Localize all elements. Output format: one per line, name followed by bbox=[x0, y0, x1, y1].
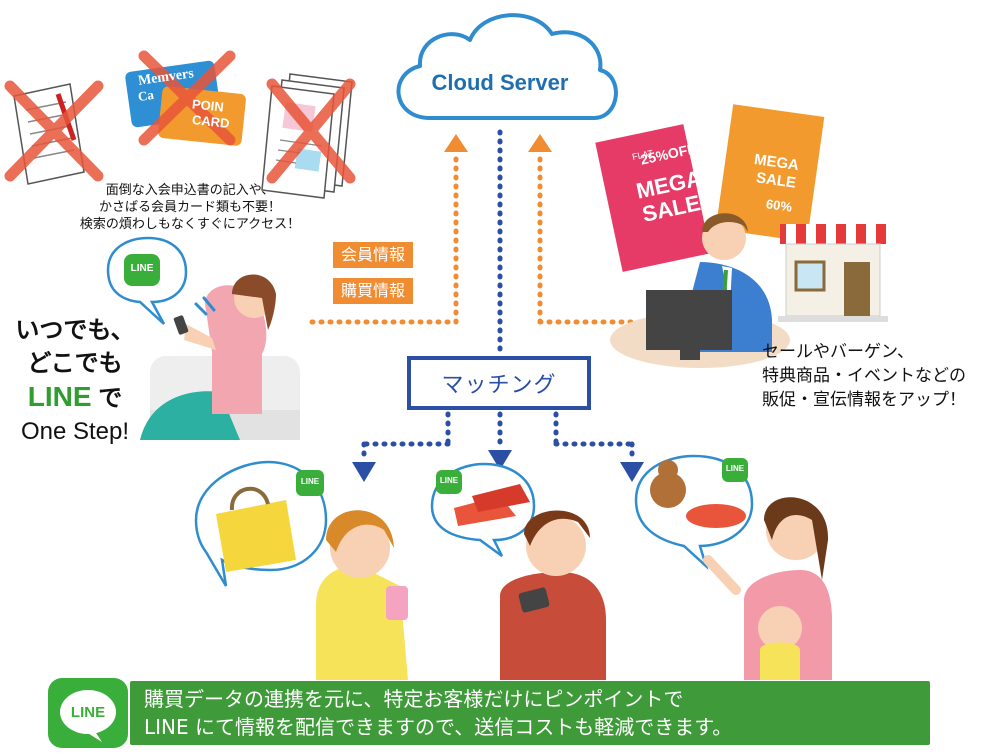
line-badge-bag-text: LINE bbox=[300, 477, 320, 486]
slogan-line-suffix: で bbox=[91, 385, 123, 412]
businessman-at-desk bbox=[610, 213, 790, 368]
bottom-banner: LINE 購買データの連携を元に、特定お客様だけにピンポイントで LINE にて… bbox=[48, 678, 930, 748]
left-caption: 面倒な入会申込書の記入や、 かさばる会員カード類も不要！ 検索の煩わしもなくすぐ… bbox=[40, 182, 340, 233]
mother-with-baby bbox=[703, 497, 832, 680]
banner-message: 購買データの連携を元に、特定お客様だけにピンポイントで LINE にて情報を配信… bbox=[144, 685, 732, 741]
member-card-icon bbox=[125, 50, 246, 146]
application-form-icon bbox=[4, 80, 104, 185]
slogan-line-1: いつでも、 bbox=[15, 317, 135, 344]
banner-line-2: LINE にて情報を配信できますので、送信コストも軽減できます。 bbox=[144, 715, 733, 739]
slogan-line-4: One Step! bbox=[20, 418, 130, 445]
arrow-down-center bbox=[488, 450, 512, 470]
blue-distribute-arrows bbox=[361, 129, 635, 465]
line-speech-bubble-left bbox=[106, 236, 188, 325]
toy-speech-bubble bbox=[634, 454, 754, 570]
left-caption-line-2: かさばる会員カード類も不要！ bbox=[98, 200, 281, 215]
bag-speech-bubble bbox=[194, 460, 328, 587]
slogan: いつでも、 どこでも LINE で One Step! bbox=[0, 314, 150, 448]
member-info-tag: 会員情報 bbox=[333, 242, 414, 268]
sneaker-speech-bubble bbox=[430, 462, 536, 558]
line-badge-left-text: LINE bbox=[130, 263, 154, 274]
arrow-up-left bbox=[444, 134, 468, 152]
left-caption-line-1: 面倒な入会申込書の記入や、 bbox=[105, 183, 275, 198]
banner-line-logo-text: LINE bbox=[70, 704, 106, 721]
banner-line-logo bbox=[48, 678, 128, 748]
line-badge-toy-text: LINE bbox=[725, 464, 745, 473]
arrow-down-right bbox=[620, 462, 644, 482]
slogan-line-3: LINE で bbox=[0, 380, 150, 415]
left-caption-line-3: 検索の煩わしもなくすぐにアクセス！ bbox=[79, 217, 301, 232]
arrow-down-left bbox=[352, 462, 376, 482]
slogan-line-brand: LINE bbox=[27, 381, 92, 412]
document-stack-icon bbox=[261, 73, 356, 199]
right-caption: セールやバーゲン、 特典商品・イベントなどの 販促・宣伝情報をアップ！ bbox=[762, 340, 966, 412]
matching-box: マッチング bbox=[407, 356, 591, 410]
right-caption-line-1: セールやバーゲン、 bbox=[762, 342, 914, 362]
right-caption-line-3: 販促・宣伝情報をアップ！ bbox=[762, 390, 966, 410]
slogan-line-2: どこでも bbox=[27, 350, 123, 377]
arrow-up-right bbox=[528, 134, 552, 152]
right-caption-line-2: 特典商品・イベントなどの bbox=[762, 366, 966, 386]
sale-posters bbox=[595, 104, 825, 272]
purchase-info-tag: 購買情報 bbox=[333, 278, 414, 304]
cloud-server-label: Cloud Server bbox=[431, 70, 569, 95]
woman-on-sofa-illustration bbox=[140, 274, 300, 440]
members-card-sublabel: Ca bbox=[136, 86, 155, 105]
woman-with-phone bbox=[316, 510, 408, 680]
man-with-phone bbox=[500, 510, 606, 680]
matching-label: マッチング bbox=[441, 373, 557, 398]
storefront-icon bbox=[778, 224, 888, 322]
banner-message-box: 購買データの連携を元に、特定お客様だけにピンポイントで LINE にて情報を配信… bbox=[130, 681, 930, 745]
banner-line-1: 購買データの連携を元に、特定お客様だけにピンポイントで bbox=[144, 687, 684, 711]
cloud-shape bbox=[396, 13, 618, 120]
line-badge-shoe-text: LINE bbox=[439, 476, 459, 485]
